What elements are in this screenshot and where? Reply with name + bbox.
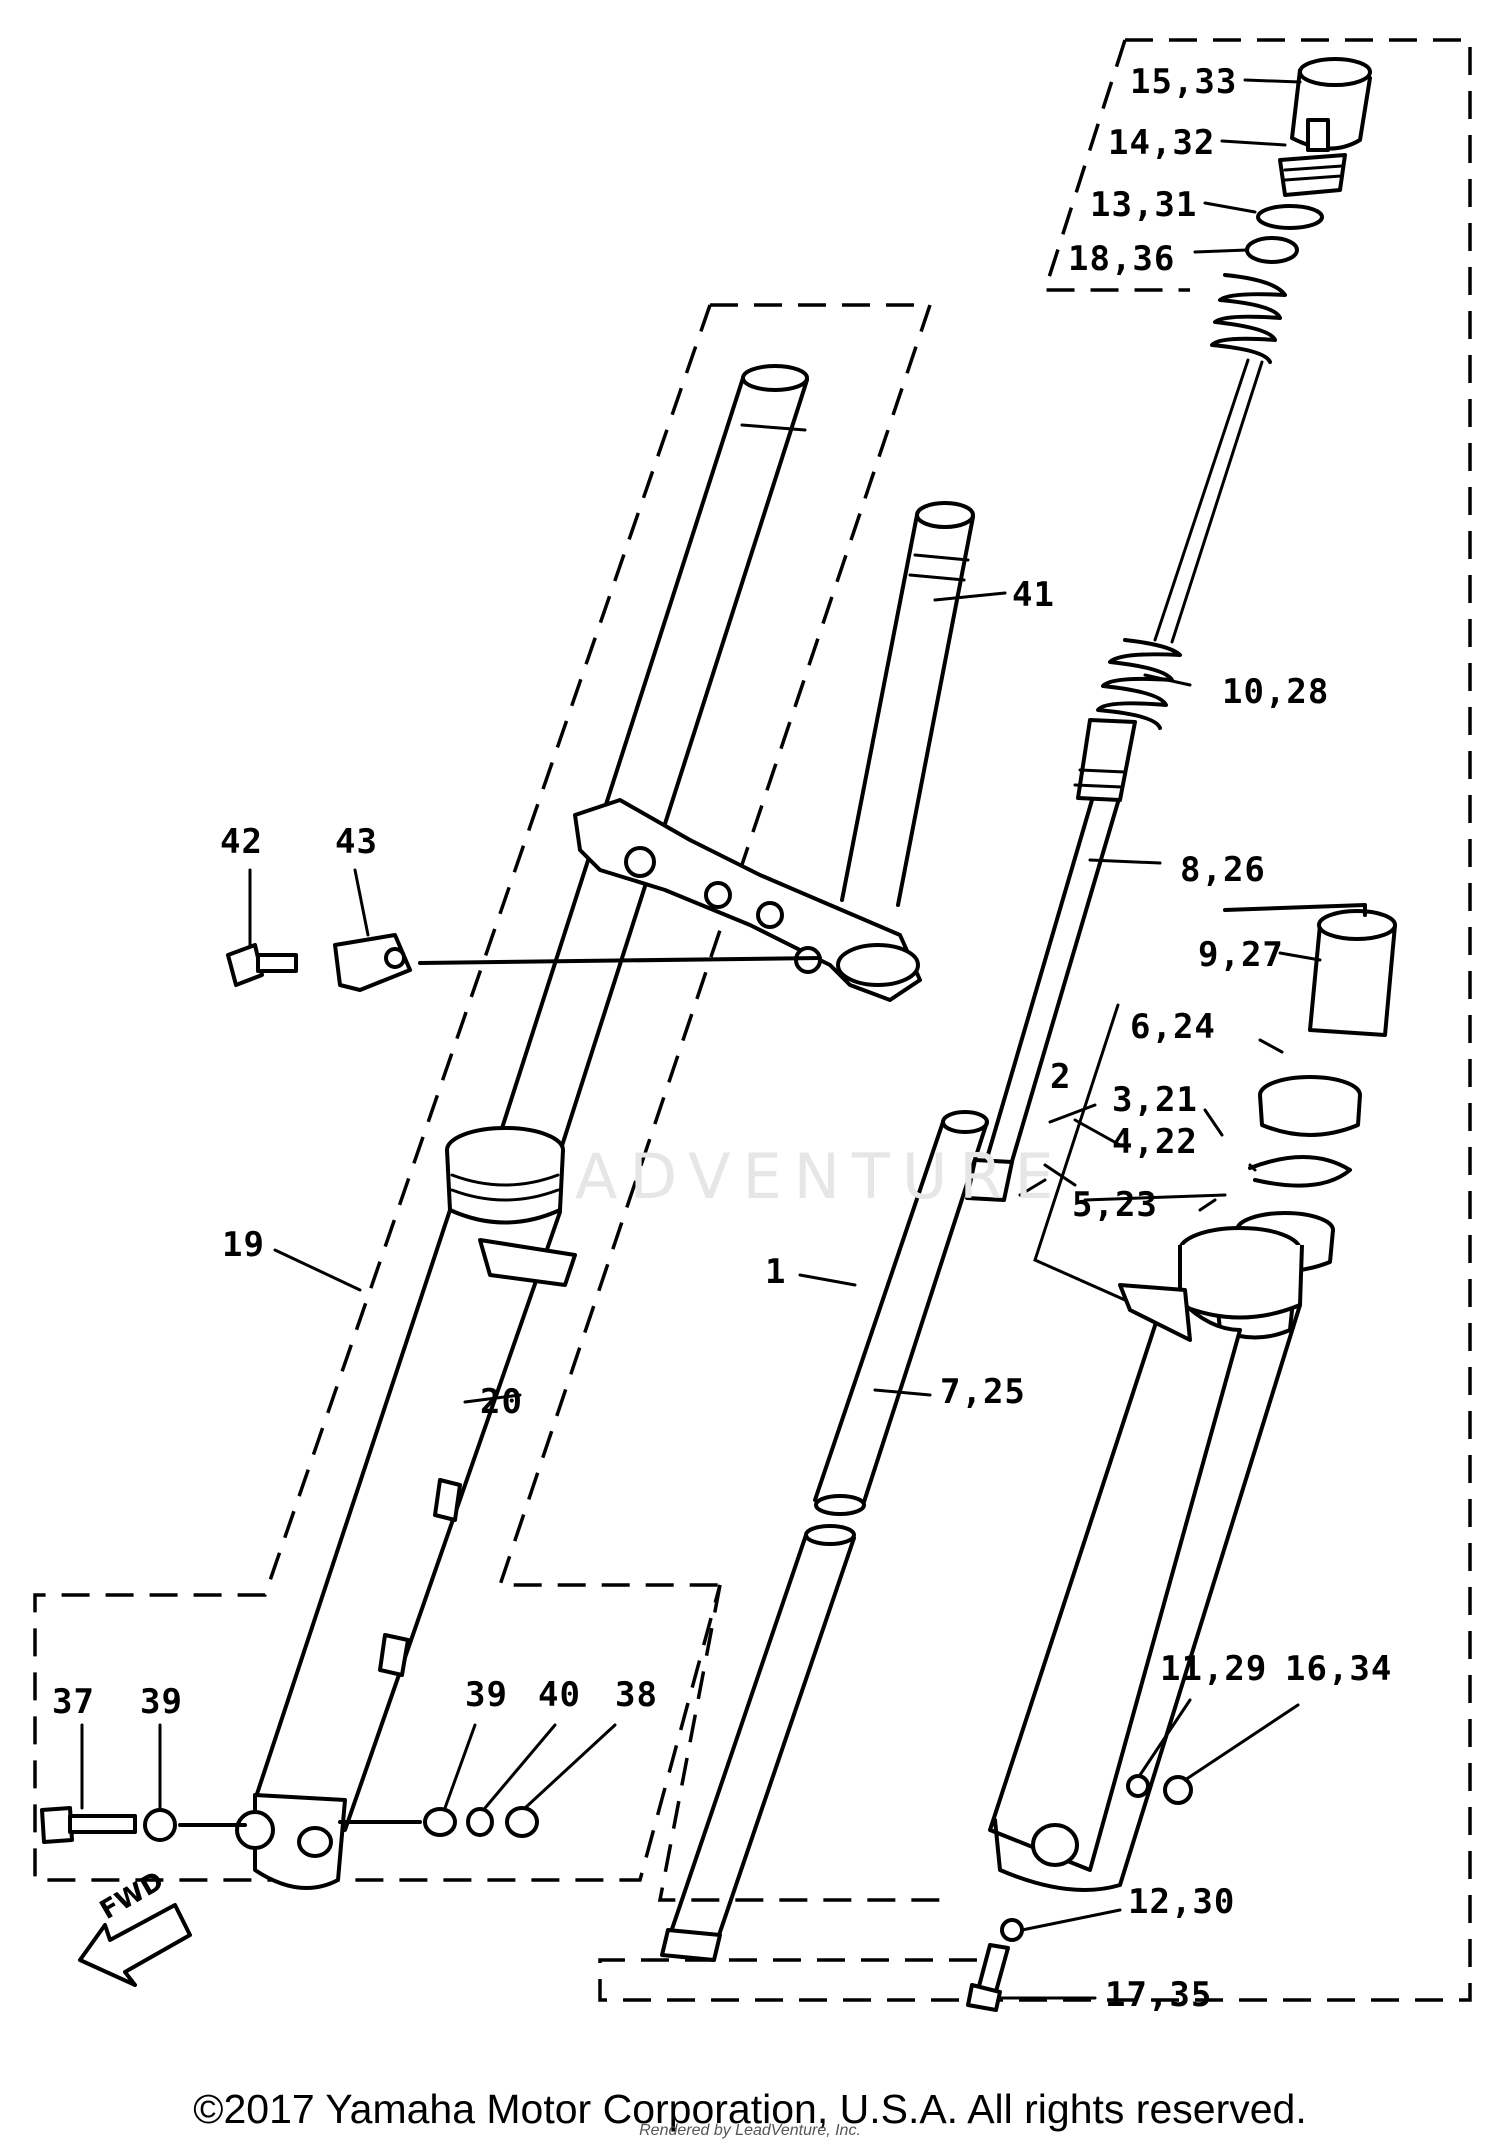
copyright-footer: ©2017 Yamaha Motor Corporation, U.S.A. A…: [193, 2086, 1307, 2132]
callout-12-30: 12,30: [1128, 1882, 1236, 1922]
fork-spring-line: [1153, 358, 1264, 644]
callout-3-21: 3,21: [1112, 1080, 1198, 1120]
steering-stem-part: [573, 501, 975, 1002]
drain-bolt-group: [966, 1774, 1193, 2012]
callout-6-24: 6,24: [1130, 1007, 1216, 1047]
callout-14-32: 14,32: [1108, 123, 1216, 163]
callout-5-23: 5,23: [1072, 1185, 1158, 1225]
callout-18-36: 18,36: [1068, 239, 1176, 279]
callout-8-26: 8,26: [1180, 850, 1266, 890]
callout-9-27: 9,27: [1198, 935, 1284, 975]
left-outer-tube-part: [235, 1126, 577, 1890]
bolt-and-bracket-part: [226, 933, 822, 992]
callout-1: 1: [765, 1252, 787, 1292]
rebound-spring-part: [1096, 638, 1182, 730]
dashed-group-outlines: [33, 38, 1472, 2002]
callout-2: 2: [1050, 1057, 1072, 1097]
fork-cap-part: [1290, 57, 1372, 151]
rendered-by-text: Rendered by LeadVenture, Inc.: [639, 2122, 861, 2139]
left-inner-tube-part: [493, 364, 809, 1154]
callout-20: 20: [480, 1382, 523, 1422]
spacer-part: [1245, 236, 1299, 264]
callout-41: 41: [1012, 575, 1055, 615]
callout-15-33: 15,33: [1130, 62, 1238, 102]
forward-arrow-icon: [78, 1903, 192, 1987]
callout-4-22: 4,22: [1112, 1122, 1198, 1162]
callout-13-31: 13,31: [1090, 185, 1198, 225]
callout-43: 43: [335, 822, 378, 862]
axle-hardware-part: [40, 1806, 539, 1844]
callout-39-left: 39: [140, 1682, 183, 1722]
inner-tube-part: [660, 1110, 989, 1962]
fork-spring-upper: [1210, 273, 1287, 364]
callout-40: 40: [538, 1675, 581, 1715]
leader-lines: [80, 78, 1322, 2000]
callout-16-34: 16,34: [1285, 1649, 1393, 1689]
right-outer-tube-part: [988, 1226, 1304, 1892]
callout-39-right: 39: [465, 1675, 508, 1715]
oil-seal-part: [1258, 1075, 1362, 1137]
o-ring-part: [1256, 204, 1324, 230]
damper-rod-part: [965, 718, 1137, 1202]
callout-7-25: 7,25: [940, 1372, 1026, 1412]
callout-42: 42: [220, 822, 263, 862]
taper-spindle-part: [1223, 903, 1397, 1037]
callout-17-35: 17,35: [1105, 1975, 1213, 2015]
callout-10-28: 10,28: [1222, 672, 1330, 712]
callout-38: 38: [615, 1675, 658, 1715]
callout-37: 37: [52, 1682, 95, 1722]
callout-11-29: 11,29: [1160, 1649, 1268, 1689]
clip-part: [1248, 1155, 1352, 1188]
cap-bolt-part: [1278, 118, 1347, 197]
callout-19: 19: [222, 1225, 265, 1265]
watermark-text: ADVENTURE: [575, 1140, 1066, 1213]
